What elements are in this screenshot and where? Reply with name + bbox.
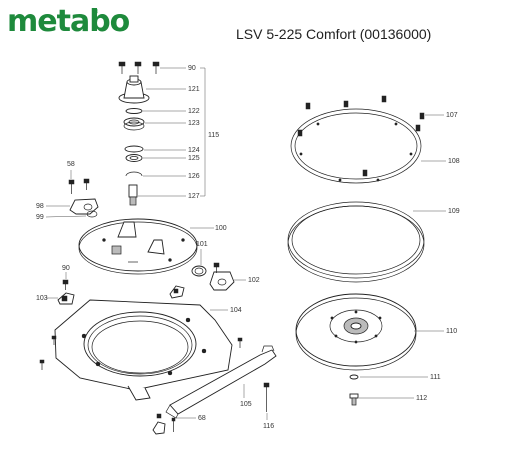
screw-part-58	[68, 178, 90, 194]
clamp-part-98	[69, 198, 99, 215]
label-103: 103	[36, 295, 48, 302]
handle-bar-part-105	[165, 345, 277, 419]
label-99: 99	[36, 214, 44, 221]
clamp-part-102	[209, 262, 235, 291]
label-68: 68	[198, 415, 206, 422]
screw-part-90-top	[118, 61, 160, 74]
foot-part-68	[152, 413, 176, 435]
hinge-part-103	[57, 292, 75, 305]
brand-logo: metabo	[7, 4, 130, 39]
label-123: 123	[188, 120, 200, 127]
circlip-part-126	[125, 171, 143, 177]
label-107: 107	[446, 112, 458, 119]
ring-part-122	[125, 108, 143, 114]
label-104: 104	[230, 307, 242, 314]
label-90-top: 90	[188, 65, 196, 72]
label-115: 115	[208, 132, 219, 139]
sealing-band-part-109	[287, 201, 425, 283]
washer-part-111	[349, 374, 359, 380]
label-109: 109	[448, 208, 460, 215]
screw-part-90-left	[62, 279, 69, 290]
cover-disc-part-100	[78, 218, 198, 275]
label-122: 122	[188, 108, 200, 115]
label-105: 105	[240, 401, 252, 408]
screw-part-116	[263, 382, 270, 412]
motor-head-housing-part-121	[118, 75, 150, 104]
label-121: 121	[188, 86, 200, 93]
bearing-part-123	[123, 117, 145, 131]
label-124: 124	[188, 147, 200, 154]
label-58: 58	[67, 161, 75, 168]
housing-frame-part-104	[54, 299, 233, 401]
seal-part-99	[86, 210, 98, 218]
label-111: 111	[430, 374, 441, 381]
label-102: 102	[248, 277, 260, 284]
label-98: 98	[36, 203, 44, 210]
bracket-small	[169, 285, 185, 299]
screws-frame	[39, 335, 243, 370]
label-110: 110	[446, 328, 457, 335]
label-101: 101	[196, 241, 208, 248]
bearing-part-125	[125, 154, 143, 162]
spring-ring-part-108	[290, 108, 422, 184]
label-112: 112	[416, 395, 427, 402]
shaft-part-127	[128, 184, 138, 206]
label-126: 126	[188, 173, 200, 180]
sanding-pad-part-110	[295, 293, 417, 371]
screws-part-107	[297, 95, 425, 177]
label-90-left: 90	[62, 265, 70, 272]
registered-mark: ®	[92, 8, 99, 16]
label-108: 108	[448, 158, 460, 165]
diagram-title: LSV 5-225 Comfort (00136000)	[236, 26, 432, 42]
ring-part-124	[124, 145, 144, 153]
label-116: 116	[263, 423, 274, 430]
seal-ring-part-101	[191, 265, 207, 277]
bolt-part-112	[349, 393, 359, 406]
bracket-115	[200, 67, 206, 197]
label-100: 100	[215, 225, 227, 232]
label-125: 125	[188, 155, 200, 162]
label-127: 127	[188, 193, 200, 200]
